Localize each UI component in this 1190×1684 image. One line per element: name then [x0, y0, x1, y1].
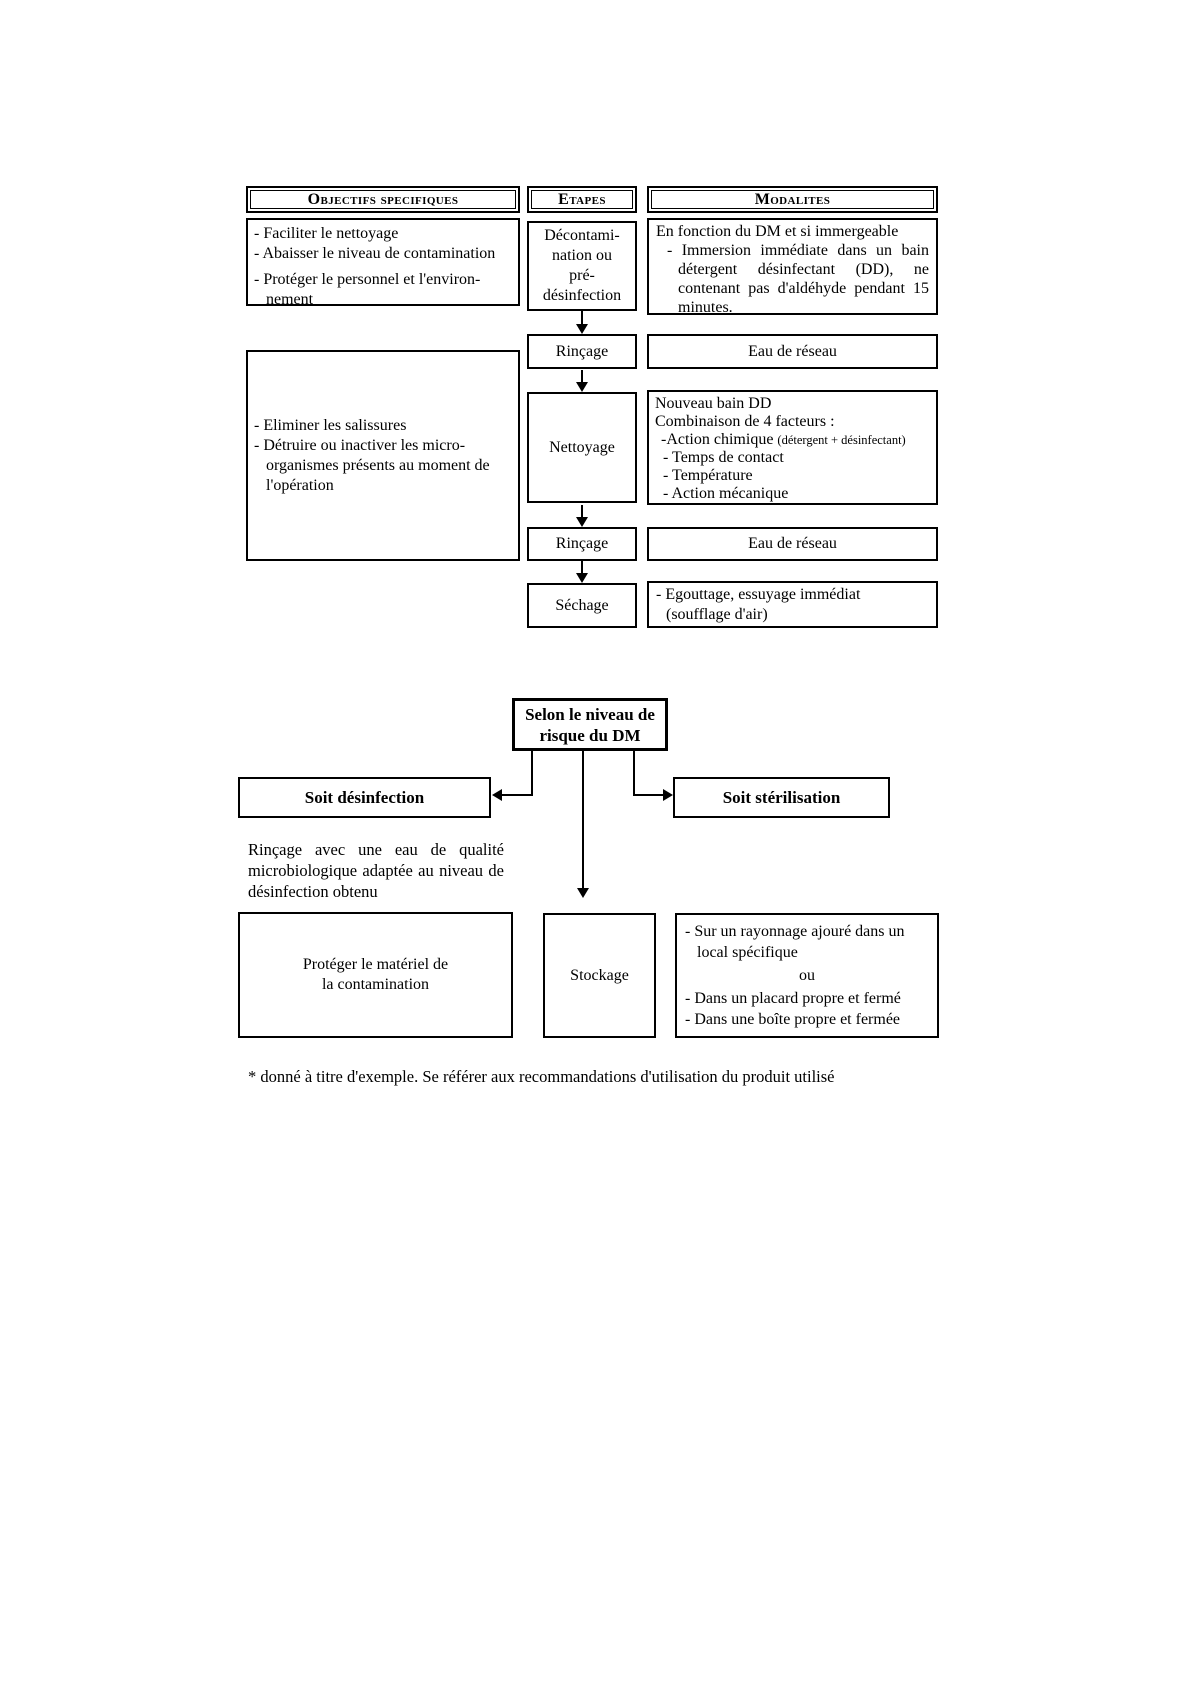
modalites-label: Eau de réseau — [748, 342, 837, 360]
objectif-line: - Protéger le personnel et l'environ- — [254, 271, 481, 288]
header-modalites: Modalites — [647, 186, 938, 213]
branch-right-stub — [633, 751, 635, 796]
arrowhead-down-icon — [577, 888, 589, 898]
footnote: * donné à titre d'exemple. Se référer au… — [248, 1067, 835, 1086]
arrow-rincage1-to-nettoyage — [581, 370, 583, 383]
soit-desinfection-label: Soit désinfection — [304, 787, 425, 807]
modalites-item: - Immersion immédiate dans un bain déter… — [667, 242, 929, 316]
objectif-line: l'opération — [266, 476, 334, 494]
modalites-decontamination-box: En fonction du DM et si immergeable - Im… — [647, 218, 938, 316]
stockage-item1: - Sur un rayonnage ajouré dans un local … — [685, 921, 929, 963]
modalites-line: - Dans un placard propre et fermé — [685, 990, 901, 1007]
etape-line: désinfection — [542, 287, 622, 304]
decision-line: risque du DM — [539, 725, 641, 745]
rincage-qualite-note: Rinçage avec une eau de qualité microbio… — [248, 840, 504, 901]
etape-label: Nettoyage — [549, 438, 615, 456]
arrowhead-down-icon — [576, 517, 588, 527]
header-objectifs-specifiques: Objectifs specifiques — [246, 186, 520, 213]
objectifs-nettoyage-box: - Eliminer les salissures - Détruire ou … — [246, 350, 520, 561]
modalites-line: - Egouttage, essuyage immédiat — [656, 585, 861, 603]
modalites-line: local spécifique — [697, 944, 798, 961]
etape-label: Séchage — [555, 596, 609, 614]
header-modalites-label: Modalites — [651, 190, 934, 209]
arrow-decontamination-to-rincage — [581, 311, 583, 325]
objectif-line: nement — [266, 291, 314, 308]
arrowhead-down-icon — [576, 382, 588, 392]
stockage-item2: - Dans un placard propre et fermé - Dans… — [685, 988, 929, 1030]
etape-stockage-box: Stockage — [543, 913, 656, 1038]
etape-label: Rinçage — [555, 535, 609, 552]
soit-desinfection-box: Soit désinfection — [238, 777, 491, 818]
modalites-line: - Sur un rayonnage ajouré dans un — [685, 923, 905, 940]
objectif-line: Protéger le matériel de — [302, 956, 449, 973]
etape-line: Décontami- — [544, 227, 620, 244]
etape-rincage1-box: Rinçage — [527, 334, 637, 369]
objectif-line: - Abaisser le niveau de contamination — [254, 245, 496, 262]
modalites-stockage-box: - Sur un rayonnage ajouré dans un local … — [675, 913, 939, 1038]
arrow-rincage2-to-sechage — [581, 561, 583, 574]
modalites-intro: En fonction du DM et si immergeable — [656, 223, 899, 240]
modalites-label: Eau de réseau — [748, 535, 837, 552]
header-etapes-label: Etapes — [531, 190, 633, 209]
branch-left-line — [501, 794, 533, 796]
objectif-proteger-box: Protéger le matériel de la contamination — [238, 912, 513, 1038]
header-objectifs-label: Objectifs specifiques — [250, 190, 516, 209]
modalites-line: - Temps de contact — [663, 449, 784, 466]
branch-right-line — [634, 794, 663, 796]
modalites-rincage2-box: Eau de réseau — [647, 527, 938, 561]
arrowhead-right-icon — [663, 789, 673, 801]
etape-line: nation ou — [552, 247, 612, 264]
soit-sterilisation-label: Soit stérilisation — [722, 787, 841, 807]
arrow-nettoyage-to-rincage2 — [581, 505, 583, 518]
etape-label: Stockage — [570, 966, 629, 984]
stockage-or: ou — [799, 967, 815, 984]
arrowhead-down-icon — [576, 324, 588, 334]
modalites-line: Nouveau bain DD — [655, 395, 772, 412]
objectif-line: - Faciliter le nettoyage — [254, 225, 399, 242]
objectif-line: - Eliminer les salissures — [254, 416, 407, 434]
modalites-line: -Action chimique (détergent + désinfecta… — [655, 431, 930, 449]
header-etapes: Etapes — [527, 186, 637, 213]
modalites-rincage1-box: Eau de réseau — [647, 334, 938, 369]
decision-line: Selon le niveau de — [525, 704, 655, 724]
etape-sechage-box: Séchage — [527, 583, 637, 628]
objectif-line: organismes présents au moment de — [266, 456, 490, 474]
etape-nettoyage-box: Nettoyage — [527, 392, 637, 503]
objectif-line: la contamination — [321, 976, 430, 993]
modalites-nettoyage-box: Nouveau bain DD Combinaison de 4 facteur… — [647, 390, 938, 505]
etape-label: Rinçage — [555, 342, 609, 360]
modalites-line: Combinaison de 4 facteurs : — [655, 413, 835, 430]
modalites-line-text: -Action chimique — [661, 431, 774, 448]
etape-line: pré- — [569, 267, 595, 284]
decision-niveau-risque-box: Selon le niveau de risque du DM — [512, 698, 668, 751]
modalites-sechage-box: - Egouttage, essuyage immédiat (soufflag… — [647, 581, 938, 628]
arrowhead-left-icon — [492, 789, 502, 801]
modalites-line: - Action mécanique — [663, 485, 789, 502]
objectifs-decontamination-box: - Faciliter le nettoyage - Abaisser le n… — [246, 218, 520, 308]
modalites-line: - Température — [663, 467, 753, 484]
etape-decontamination-box: Décontami- nation ou pré- désinfection — [527, 221, 637, 311]
soit-sterilisation-box: Soit stérilisation — [673, 777, 890, 818]
modalites-line-fineprint: (détergent + désinfectant) — [777, 433, 906, 447]
objectif-line: - Détruire ou inactiver les micro- — [254, 436, 466, 454]
branch-left-stub — [531, 751, 533, 796]
arrow-decision-to-stockage — [582, 751, 584, 889]
modalites-line: - Dans une boîte propre et fermée — [685, 1011, 901, 1028]
etape-rincage2-box: Rinçage — [527, 527, 637, 561]
arrowhead-down-icon — [576, 573, 588, 583]
modalites-line: (soufflage d'air) — [666, 605, 768, 623]
